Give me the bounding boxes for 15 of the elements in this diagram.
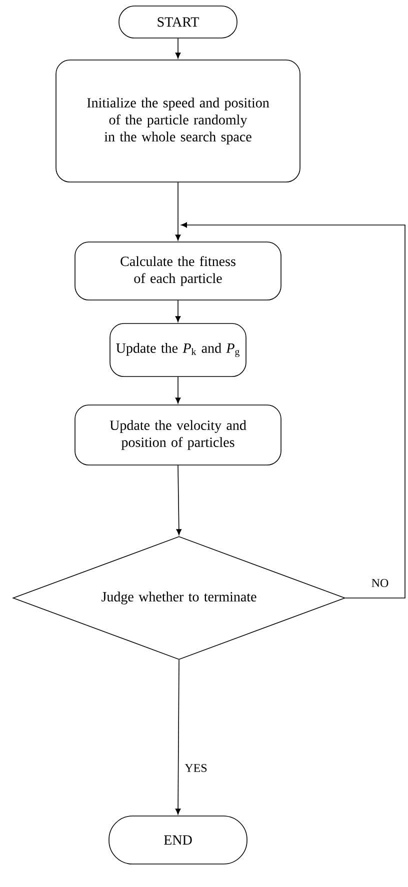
arrow — [175, 38, 181, 59]
terminal-box: START — [118, 6, 238, 38]
arrow — [175, 660, 181, 815]
process-box: Calculate the fitness of each particle — [74, 242, 282, 300]
process-box: Update the P$_{k}$ and P$_{g}$ — [110, 323, 246, 377]
terminal-box: END — [108, 816, 248, 864]
edge-label: YES — [184, 762, 208, 774]
arrow — [176, 465, 182, 536]
arrow — [175, 376, 181, 404]
process-box: Update the velocity and position of particles — [74, 404, 282, 466]
arrow — [175, 182, 181, 241]
process-box: Initialize the speed and position of the particle randomly in the whole search space — [56, 60, 300, 182]
edge-label: NO — [370, 578, 390, 588]
arrow — [181, 222, 406, 598]
arrow — [175, 300, 181, 322]
